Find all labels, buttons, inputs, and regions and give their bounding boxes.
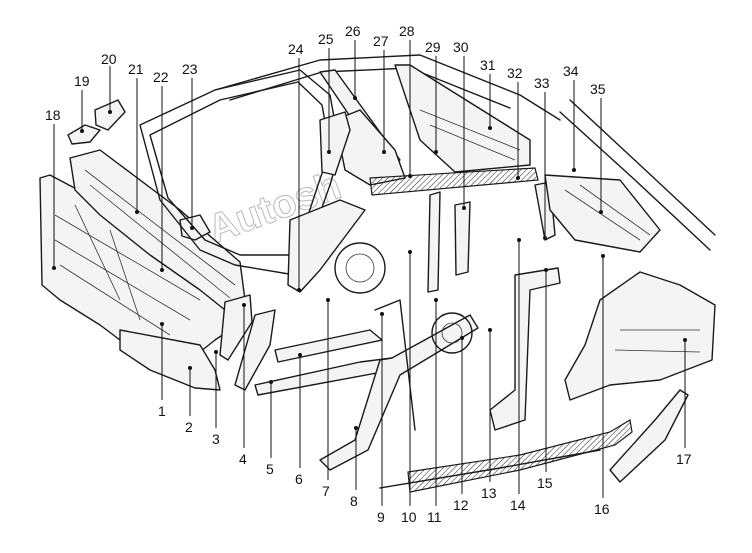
part-rocker-8 xyxy=(319,314,479,471)
callout-15: 15 xyxy=(537,268,553,491)
part-a-pillar-25 xyxy=(319,111,351,176)
callout-label: 34 xyxy=(563,63,579,79)
callouts: 18 19 20 21 22 23 24 25 26 27 28 29 30 3… xyxy=(45,23,692,525)
callout-label: 12 xyxy=(453,497,469,513)
callout-29: 29 xyxy=(425,39,441,154)
callout-12: 12 xyxy=(453,336,469,513)
callout-label: 10 xyxy=(401,509,417,525)
callout-label: 29 xyxy=(425,39,441,55)
callout-10: 10 xyxy=(401,250,417,525)
callout-3: 3 xyxy=(212,350,220,447)
callout-9: 9 xyxy=(377,312,385,525)
callout-label: 33 xyxy=(534,75,550,91)
callout-label: 3 xyxy=(212,431,220,447)
part-roof-rail-left xyxy=(214,54,561,121)
callout-label: 23 xyxy=(182,61,198,77)
part-upright-29 xyxy=(427,191,441,293)
callout-11: 11 xyxy=(427,298,442,525)
callout-6: 6 xyxy=(295,353,303,487)
callout-13: 13 xyxy=(481,328,497,501)
callout-label: 8 xyxy=(350,493,358,509)
callout-20: 20 xyxy=(101,51,117,114)
callout-35: 35 xyxy=(590,81,606,214)
callout-7: 7 xyxy=(322,298,330,499)
callout-31: 31 xyxy=(480,57,496,130)
callout-label: 2 xyxy=(185,419,193,435)
part-rear-floor-35 xyxy=(544,174,661,253)
part-pillar-4 xyxy=(234,309,276,391)
callout-17: 17 xyxy=(676,338,692,467)
callout-label: 16 xyxy=(594,501,610,517)
body-panels xyxy=(39,54,716,493)
callout-label: 32 xyxy=(507,65,523,81)
callout-label: 19 xyxy=(74,73,90,89)
part-rear-header xyxy=(369,167,539,196)
callout-label: 5 xyxy=(266,461,274,477)
callout-21: 21 xyxy=(128,61,144,214)
callout-label: 25 xyxy=(318,31,334,47)
callout-label: 18 xyxy=(45,107,61,123)
callout-16: 16 xyxy=(594,254,610,517)
part-wheel-arch-front xyxy=(334,242,386,294)
part-rear-rail-34 xyxy=(569,99,716,236)
part-bracket-19 xyxy=(67,124,101,145)
callout-34: 34 xyxy=(563,63,579,172)
callout-label: 11 xyxy=(427,509,442,525)
callout-label: 17 xyxy=(676,451,692,467)
callout-32: 32 xyxy=(507,65,523,180)
callout-label: 35 xyxy=(590,81,606,97)
callout-label: 20 xyxy=(101,51,117,67)
callout-label: 28 xyxy=(399,23,415,39)
callout-label: 31 xyxy=(480,57,496,73)
callout-label: 13 xyxy=(481,485,497,501)
part-b-pillar-lower xyxy=(489,267,561,431)
callout-23: 23 xyxy=(182,61,198,230)
callout-2: 2 xyxy=(185,366,193,435)
callout-label: 26 xyxy=(345,23,361,39)
part-bracket-20 xyxy=(94,99,126,131)
callout-label: 9 xyxy=(377,509,385,525)
callout-label: 6 xyxy=(295,471,303,487)
callout-label: 27 xyxy=(373,33,389,49)
callout-4: 4 xyxy=(239,303,247,467)
part-wheel-arch-rear xyxy=(431,312,473,354)
callout-24: 24 xyxy=(288,41,304,292)
callout-19: 19 xyxy=(74,73,90,133)
callout-1: 1 xyxy=(158,322,166,419)
part-a-pillar-24 xyxy=(287,199,366,293)
callout-label: 24 xyxy=(288,41,304,57)
callout-28: 28 xyxy=(399,23,415,178)
callout-33: 33 xyxy=(534,75,550,240)
callout-label: 7 xyxy=(322,483,330,499)
callout-8: 8 xyxy=(350,426,358,509)
callout-5: 5 xyxy=(266,380,274,477)
callout-22: 22 xyxy=(153,69,169,272)
callout-label: 15 xyxy=(537,475,553,491)
callout-label: 4 xyxy=(239,451,247,467)
part-lower-crossmember xyxy=(119,329,221,391)
part-rocker-extension-17 xyxy=(609,389,689,483)
part-lower-sill xyxy=(407,419,633,493)
callout-30: 30 xyxy=(453,39,469,210)
callout-label: 21 xyxy=(128,61,144,77)
part-quarter-panel-16 xyxy=(564,271,716,401)
callout-label: 22 xyxy=(153,69,169,85)
callout-27: 27 xyxy=(373,33,389,154)
callout-25: 25 xyxy=(318,31,334,154)
callout-label: 30 xyxy=(453,39,469,55)
callout-18: 18 xyxy=(45,107,61,270)
callout-label: 1 xyxy=(158,403,166,419)
callout-26: 26 xyxy=(345,23,361,100)
part-upright-30 xyxy=(454,201,471,276)
callout-14: 14 xyxy=(510,238,526,513)
part-rear-shelf-31 xyxy=(394,64,531,173)
callout-label: 14 xyxy=(510,497,526,513)
